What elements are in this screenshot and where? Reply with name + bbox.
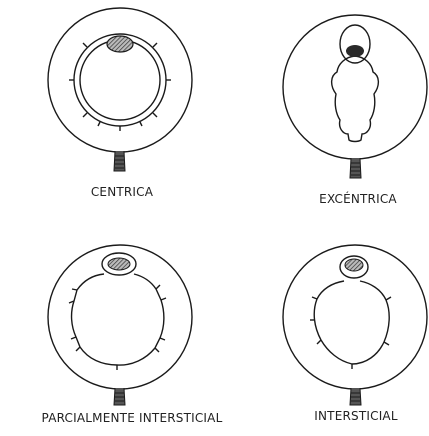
egg-ring [340, 25, 370, 63]
embryo-body [332, 56, 379, 142]
embryo-sac [314, 281, 389, 364]
spikes [69, 285, 166, 370]
caption-parcialmente: PARCIALMENTE INTERSTICIAL [42, 411, 223, 425]
outer-circle [283, 15, 427, 159]
egg-nucleus [108, 258, 130, 270]
caption-centrica: CENTRICA [91, 185, 153, 199]
spikes [69, 43, 171, 131]
panel-excentrica [283, 15, 427, 178]
panel-intersticial [283, 245, 427, 405]
spikes [310, 297, 391, 369]
caption-intersticial: INTERSTICIAL [314, 409, 397, 423]
panel-parcialmente [48, 245, 192, 405]
embryo-sac [72, 274, 164, 365]
egg-nucleus [345, 259, 363, 271]
egg-nucleus [346, 45, 364, 57]
panel-centrica [48, 8, 192, 171]
caption-excentrica: EXCÉNTRICA [319, 192, 397, 206]
egg-nucleus [107, 36, 133, 52]
